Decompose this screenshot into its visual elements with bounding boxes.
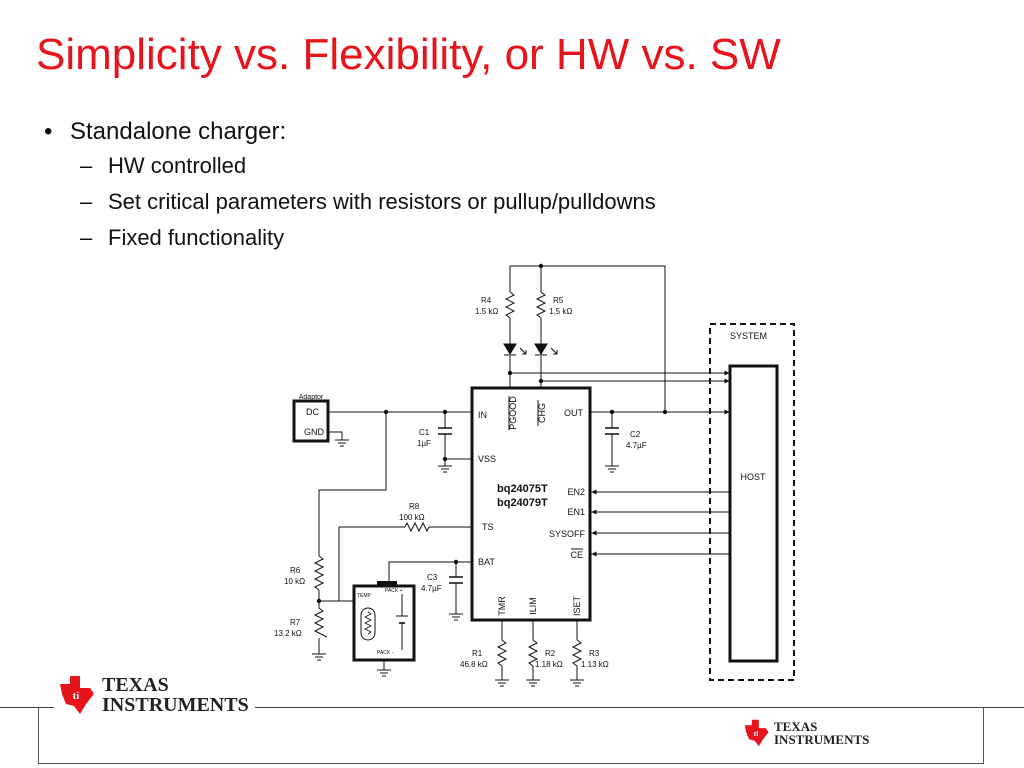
ic-part-number-1: bq24075T: [497, 483, 548, 495]
sub-bullet-item: – Fixed functionality: [44, 220, 656, 256]
sub-bullet-text: Set critical parameters with resistors o…: [108, 189, 656, 214]
bullet-list: • Standalone charger: – HW controlled – …: [44, 116, 656, 256]
svg-text:ti: ti: [73, 690, 80, 702]
pin-en1-label: EN1: [567, 507, 585, 517]
battery-cell-icon: [396, 594, 408, 650]
adaptor-gnd-label: GND: [304, 427, 325, 437]
texas-state-ti-logo-icon: ti: [744, 719, 769, 747]
ti-logo-small: ti TEXAS INSTRUMENTS: [742, 718, 869, 748]
dash-icon: –: [80, 189, 93, 214]
c1-ref: C1: [419, 428, 430, 437]
pin-ts-label: TS: [482, 522, 494, 532]
c2-value: 4.7µF: [626, 441, 647, 450]
texas-state-ti-logo-icon: ti: [60, 676, 94, 714]
pin-ce-label: CE: [570, 550, 583, 560]
ti-wordmark-line2: INSTRUMENTS: [102, 694, 249, 716]
r4-ref: R4: [481, 296, 492, 305]
ti-wordmark: TEXAS INSTRUMENTS: [774, 720, 869, 746]
pin-chg-label: CHG: [537, 403, 547, 423]
pin-out-label: OUT: [564, 408, 584, 418]
pin-tmr-label: TMR: [497, 596, 507, 616]
pin-in-label: IN: [478, 410, 487, 420]
adaptor-dc-label: DC: [306, 407, 319, 417]
r7-ref: R7: [290, 618, 301, 627]
r6-ref: R6: [290, 566, 301, 575]
ti-wordmark-line1: TEXAS: [774, 719, 818, 734]
c2-ref: C2: [630, 430, 641, 439]
sub-bullet-text: Fixed functionality: [108, 225, 285, 250]
r2-ref: R2: [545, 649, 556, 658]
c3-value: 4.7µF: [421, 584, 442, 593]
ground-icons: [312, 439, 619, 687]
adaptor-box: [292, 399, 330, 443]
pack-temp-label: TEMP: [357, 593, 372, 599]
schematic-wires: [318, 265, 730, 680]
ti-wordmark: TEXAS INSTRUMENTS: [102, 675, 249, 715]
r1-value: 46.8 kΩ: [460, 660, 488, 669]
dash-icon: –: [80, 225, 93, 250]
ti-wordmark-line1: TEXAS: [102, 674, 169, 696]
charger-schematic: Adaptor DC GND IN VSS TS BAT OUT EN2 EN1…: [274, 263, 795, 687]
ti-wordmark-line2: INSTRUMENTS: [774, 732, 870, 747]
system-label: SYSTEM: [730, 331, 767, 341]
slide-title: Simplicity vs. Flexibility, or HW vs. SW: [36, 30, 781, 79]
pin-vss-label: VSS: [478, 454, 496, 464]
r4-value: 1.5 kΩ: [475, 307, 498, 316]
c3-ref: C3: [427, 573, 438, 582]
r3-value: 1.13 kΩ: [581, 660, 609, 669]
r5-value: 1.5 kΩ: [549, 307, 572, 316]
pack-terminal: [377, 581, 397, 587]
host-block: [728, 364, 779, 663]
thermistor-icon: [360, 607, 376, 641]
pack-plus-label: PACK +: [385, 588, 403, 594]
pin-pgood-label: PGOOD: [508, 396, 518, 430]
footer-frame: [38, 708, 984, 764]
r8-ref: R8: [409, 502, 420, 511]
junction-dots: [316, 263, 668, 604]
adaptor-label: Adaptor: [299, 394, 324, 401]
c1-value: 1µF: [417, 439, 431, 448]
pin-iset-label: ISET: [572, 596, 582, 617]
svg-text:ti: ti: [754, 729, 760, 738]
footer-divider: [0, 707, 1024, 708]
r5-ref: R5: [553, 296, 564, 305]
resistor-icons: [313, 291, 583, 667]
host-label: HOST: [740, 472, 766, 482]
sub-bullet-text: HW controlled: [108, 153, 247, 178]
bullet-text: Standalone charger:: [70, 118, 287, 145]
pin-sysoff-label: SYSOFF: [549, 529, 586, 539]
r2-value: 1.18 kΩ: [535, 660, 563, 669]
bullet-dot-icon: •: [44, 118, 53, 145]
pin-ilim-label: ILIM: [528, 597, 538, 615]
r7-value: 13.2 kΩ: [274, 629, 302, 638]
signal-arrows: [591, 370, 730, 557]
charger-ic: [470, 386, 592, 622]
system-boundary: [709, 323, 795, 681]
capacitor-icons: [438, 427, 619, 584]
dash-icon: –: [80, 153, 93, 178]
ti-logo-large: ti TEXAS INSTRUMENTS: [54, 674, 255, 716]
bullet-item: • Standalone charger:: [44, 116, 656, 148]
r8-value: 100 kΩ: [399, 513, 425, 522]
pack-minus-label: PACK -: [377, 650, 394, 656]
pin-en2-label: EN2: [567, 487, 585, 497]
r1-ref: R1: [472, 649, 483, 658]
ic-part-number-2: bq24079T: [497, 497, 548, 509]
r6-value: 10 kΩ: [284, 577, 305, 586]
sub-bullet-item: – HW controlled: [44, 148, 656, 184]
led-icons: [503, 343, 558, 356]
pin-bat-label: BAT: [478, 557, 495, 567]
sub-bullet-item: – Set critical parameters with resistors…: [44, 184, 656, 220]
r3-ref: R3: [589, 649, 600, 658]
